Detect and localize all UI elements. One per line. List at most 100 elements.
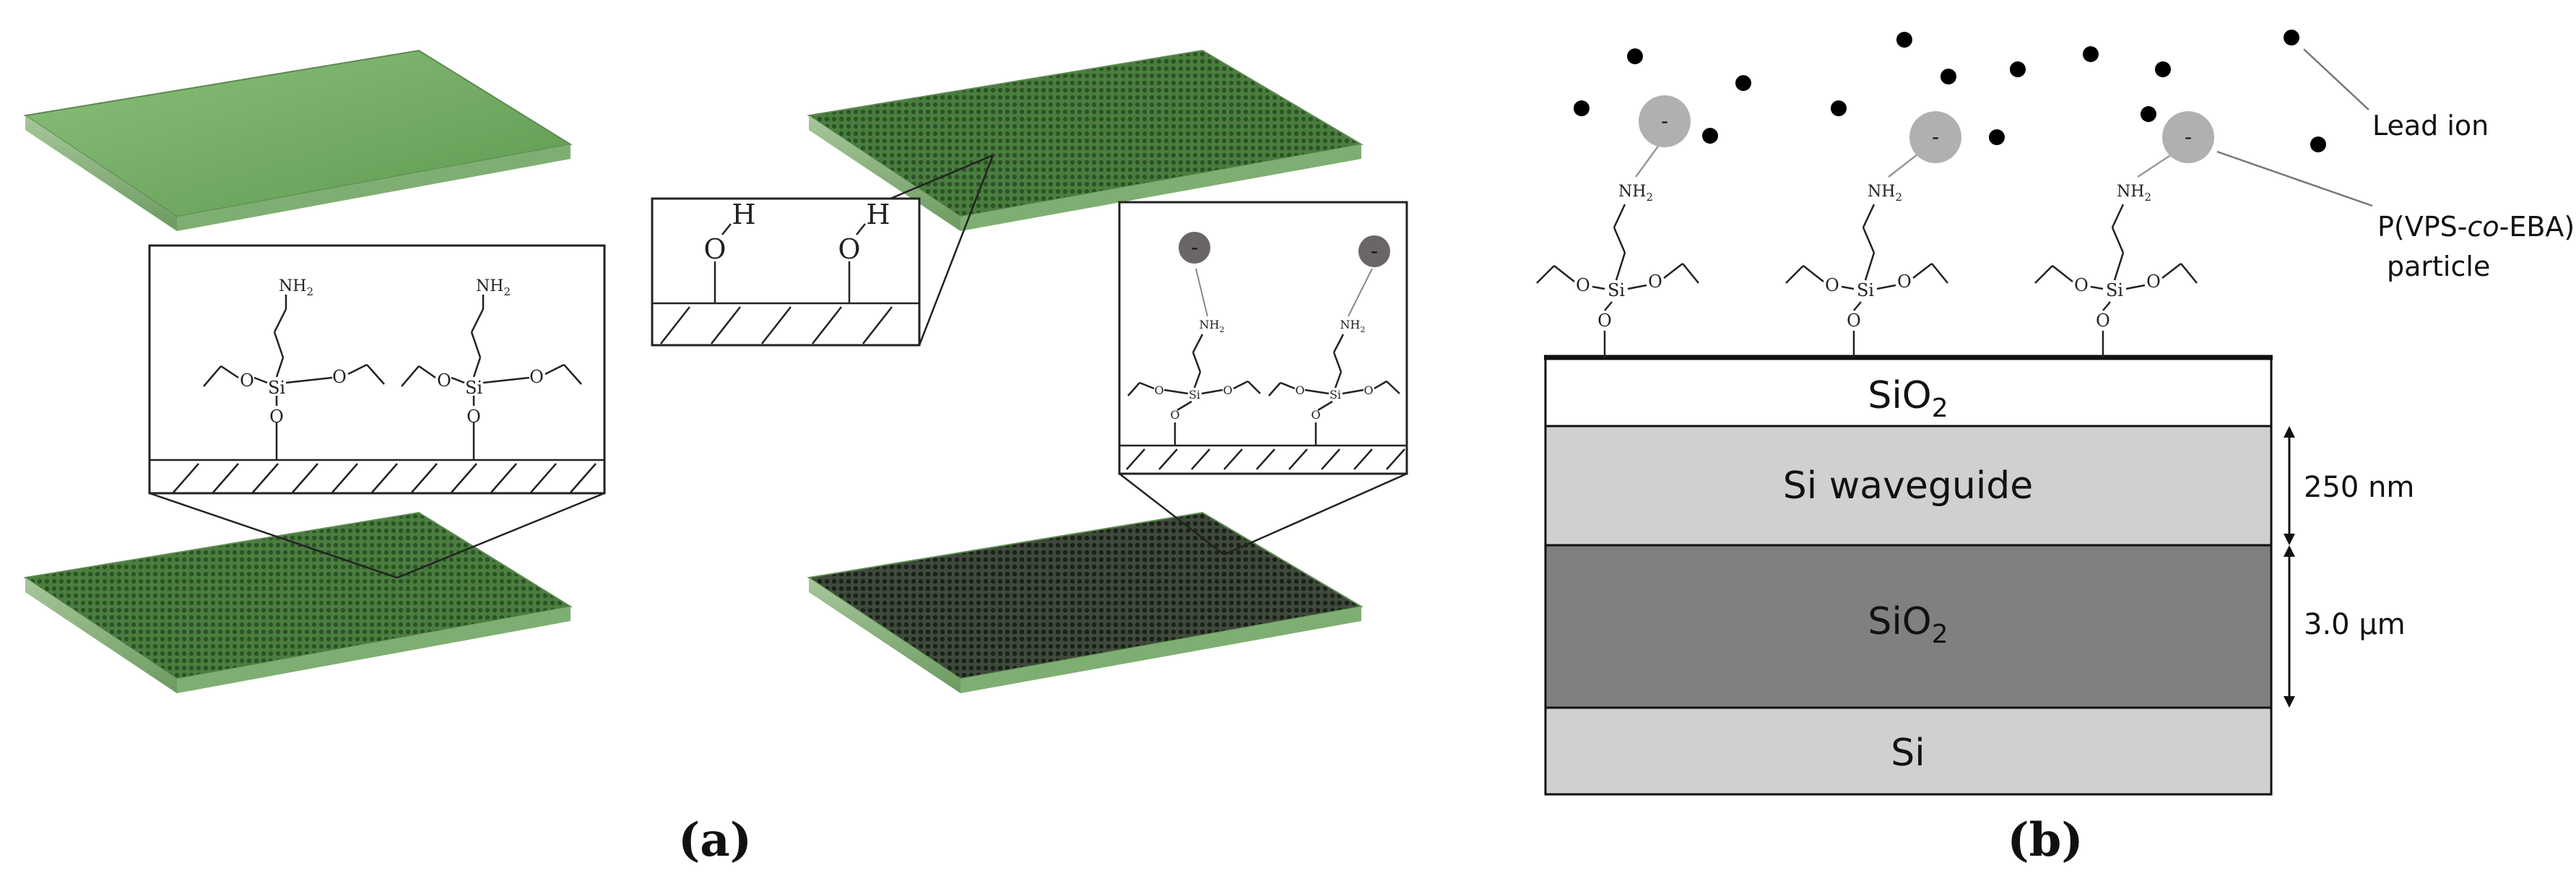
hydroxyl-group: O H — [703, 199, 756, 303]
oxygen-label: O — [2096, 311, 2110, 331]
charge-label: - — [1661, 109, 1668, 133]
hatch-substrate — [660, 306, 893, 344]
dimension-waveguide: 250 nm — [2284, 426, 2414, 545]
amine-label: NH2 — [1340, 318, 1366, 334]
surface-molecule: O Si O O NH2 - — [1536, 95, 1699, 357]
charge-label: - — [2185, 125, 2192, 149]
oxygen-label: O — [2074, 275, 2089, 295]
buried-oxide-label: SiO2 — [1868, 600, 1948, 649]
hydrogen-label: H — [866, 199, 890, 230]
oxygen-label: O — [269, 407, 284, 427]
waveguide-label: Si waveguide — [1783, 464, 2034, 508]
oxygen-label: O — [437, 370, 451, 391]
particle — [1639, 95, 1691, 147]
legend-particle: P(VPS-co-EBA) particle — [2216, 150, 2575, 282]
waveguide-layer — [1544, 425, 2273, 547]
inset-particle: O Si O O NH2 - O Si — [1118, 201, 1408, 556]
hydrogen-label: H — [732, 199, 755, 230]
amine-label: NH2 — [2117, 183, 2151, 204]
lead-ion — [2310, 136, 2326, 152]
lead-ion — [1831, 100, 1847, 116]
substrate-layer — [1544, 706, 2273, 796]
silicon-label: Si — [1330, 388, 1341, 402]
slab-silanized — [23, 511, 573, 693]
amine-label: NH2 — [476, 277, 511, 298]
silicon-label: Si — [268, 378, 285, 398]
oxygen-label: O — [1825, 275, 1839, 295]
oxygen-label: O — [1847, 311, 1861, 331]
particle-label-line2: particle — [2387, 251, 2490, 282]
panel-a: O Si O O NH2 O Si O — [23, 49, 1408, 867]
particle-bead — [1179, 232, 1210, 264]
oxygen-label: O — [1223, 383, 1232, 397]
aptes-particle: O Si O O NH2 - — [1127, 232, 1261, 446]
surface-molecule: O Si O O NH2 - — [1785, 111, 1961, 357]
lead-ion — [1940, 69, 1956, 84]
amine-label: NH2 — [1618, 183, 1653, 204]
inset-hydroxyl: O H O H — [651, 154, 994, 347]
aptes-molecule: O Si O O NH2 — [203, 277, 385, 460]
layer-stack: SiO2 Si waveguide SiO2 Si — [1544, 355, 2273, 796]
silicon-label: Si — [2106, 280, 2123, 300]
charge-label: - — [1932, 125, 1939, 149]
oxygen-label: O — [703, 233, 726, 265]
amine-label: NH2 — [279, 277, 313, 298]
particle — [1909, 111, 1961, 163]
panel-b: SiO2 Si waveguide SiO2 Si 250 nm 3.0 µm … — [1536, 30, 2575, 867]
dimension-oxide: 3.0 µm — [2284, 545, 2406, 708]
substrate-label: Si — [1891, 732, 1925, 775]
oxygen-label: O — [1597, 311, 1612, 331]
lead-ion — [2010, 61, 2026, 77]
oxygen-label: O — [838, 233, 860, 265]
oxygen-label: O — [1311, 408, 1320, 422]
lead-ion — [2083, 46, 2099, 62]
top-oxide-label: SiO2 — [1868, 374, 1948, 423]
silicon-label: Si — [465, 378, 482, 398]
lead-ion — [2284, 30, 2299, 45]
silicon-label: Si — [1608, 280, 1625, 300]
oxygen-label: O — [1897, 272, 1912, 292]
waveguide-thickness-label: 250 nm — [2304, 471, 2414, 504]
oxygen-label: O — [240, 370, 254, 391]
hydroxyl-group: O H — [838, 199, 890, 303]
aptes-particle: O Si O O NH2 - — [1268, 235, 1400, 446]
lead-ion — [1627, 48, 1643, 64]
oxygen-label: O — [1648, 272, 1662, 292]
slab-particle-coated — [807, 511, 1363, 693]
lead-ions — [1574, 30, 2326, 152]
oxygen-label: O — [1170, 408, 1179, 422]
charge-label: - — [1191, 235, 1198, 259]
aptes-molecule: O Si O O NH2 — [401, 277, 582, 460]
lead-ion — [1702, 128, 1718, 144]
hatch-substrate — [173, 463, 597, 493]
panel-b-caption: (b) — [2007, 813, 2083, 867]
lead-ion — [2141, 106, 2156, 122]
amine-label: NH2 — [1868, 183, 1902, 204]
oxygen-label: O — [529, 367, 544, 387]
panel-a-caption: (a) — [678, 813, 752, 867]
lead-ion-label: Lead ion — [2372, 110, 2489, 142]
lead-ion — [1735, 75, 1751, 91]
oxygen-label: O — [1576, 275, 1590, 295]
hatch-substrate — [1126, 448, 1405, 470]
oxygen-label: O — [1363, 383, 1373, 397]
oxide-thickness-label: 3.0 µm — [2304, 608, 2406, 641]
lead-ion — [2155, 61, 2171, 77]
inset-silane: O Si O O NH2 O Si O — [148, 244, 606, 579]
silicon-label: Si — [1857, 280, 1874, 300]
top-oxide-layer — [1544, 356, 2273, 428]
silicon-label: Si — [1189, 388, 1200, 402]
legend-lead-ion: Lead ion — [2303, 48, 2489, 142]
particle — [2162, 111, 2214, 163]
oxygen-label: O — [332, 367, 347, 387]
lead-ion — [1896, 32, 1912, 48]
particle-bead — [1358, 235, 1390, 267]
surface-molecule: O Si O O NH2 - — [2034, 111, 2214, 357]
particle-label-line1: P(VPS-co-EBA) — [2377, 211, 2575, 243]
oxygen-label: O — [467, 407, 481, 427]
oxygen-label: O — [1295, 383, 1304, 397]
amine-label: NH2 — [1200, 318, 1225, 334]
lead-ion — [1574, 100, 1590, 116]
buried-oxide-layer — [1544, 544, 2273, 709]
